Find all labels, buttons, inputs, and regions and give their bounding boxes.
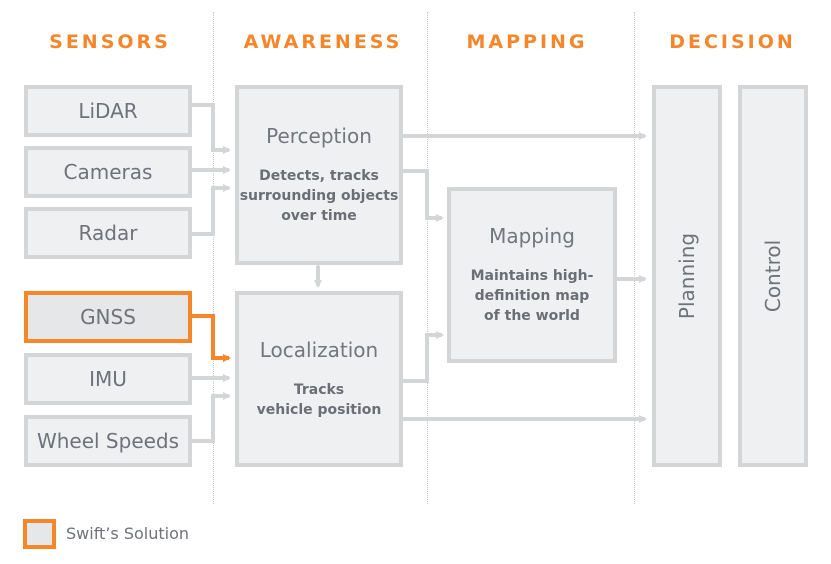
desc-line: Maintains high-: [470, 268, 594, 284]
sensor-label: GNSS: [80, 305, 136, 329]
wire-wheels-localization: [192, 392, 231, 443]
sensor-wheel-speeds[interactable]: Wheel Speeds: [24, 415, 192, 467]
perception-desc: Detects, tracks surrounding objects over…: [240, 166, 399, 226]
desc-line: over time: [281, 208, 357, 224]
desc-line: definition map: [474, 288, 590, 304]
wire-localization-mapping: [403, 331, 444, 383]
sensor-label: Radar: [78, 221, 138, 245]
desc-line: of the world: [484, 308, 580, 324]
localization-desc: Tracks vehicle position: [257, 380, 382, 420]
perception-title: Perception: [266, 124, 372, 148]
column-divider: [634, 12, 635, 504]
localization-box[interactable]: Localization Tracks vehicle position: [235, 291, 403, 467]
localization-title: Localization: [259, 338, 379, 362]
sensor-imu[interactable]: IMU: [24, 353, 192, 405]
control-label: Control: [761, 239, 786, 313]
wire-radar-perception: [192, 184, 231, 236]
mapping-title: Mapping: [489, 224, 575, 248]
sensor-label: IMU: [89, 367, 127, 391]
column-divider: [213, 12, 214, 504]
planning-box[interactable]: Planning: [652, 85, 722, 467]
mapping-box[interactable]: Mapping Maintains high- definition map o…: [447, 187, 617, 363]
desc-line: Detects, tracks: [259, 168, 379, 184]
sensor-cameras[interactable]: Cameras: [24, 146, 192, 198]
sensor-label: LiDAR: [78, 99, 138, 123]
wire-perception-mapping: [403, 169, 444, 222]
control-box[interactable]: Control: [738, 85, 808, 467]
mapping-desc: Maintains high- definition map of the wo…: [471, 266, 594, 326]
planning-label: Planning: [675, 232, 699, 320]
column-divider: [427, 12, 428, 504]
legend-swatch: [23, 519, 56, 549]
sensor-lidar[interactable]: LiDAR: [24, 85, 192, 137]
sensor-label: Wheel Speeds: [36, 429, 180, 453]
desc-line: Tracks: [293, 382, 345, 398]
sensor-gnss[interactable]: GNSS: [24, 291, 192, 343]
wire-lidar-perception: [192, 103, 231, 154]
sensor-label: Cameras: [63, 160, 153, 184]
header-awareness: AWARENESS: [243, 31, 403, 53]
legend-label: Swift’s Solution: [66, 524, 189, 543]
desc-line: surrounding objects: [239, 188, 399, 204]
wire-gnss-localization: [192, 314, 231, 362]
perception-box[interactable]: Perception Detects, tracks surrounding o…: [235, 85, 403, 265]
header-decision: DECISION: [669, 31, 796, 53]
sensor-radar[interactable]: Radar: [24, 207, 192, 259]
header-sensors: SENSORS: [49, 31, 171, 53]
header-mapping: MAPPING: [466, 31, 588, 53]
desc-line: vehicle position: [256, 402, 382, 418]
